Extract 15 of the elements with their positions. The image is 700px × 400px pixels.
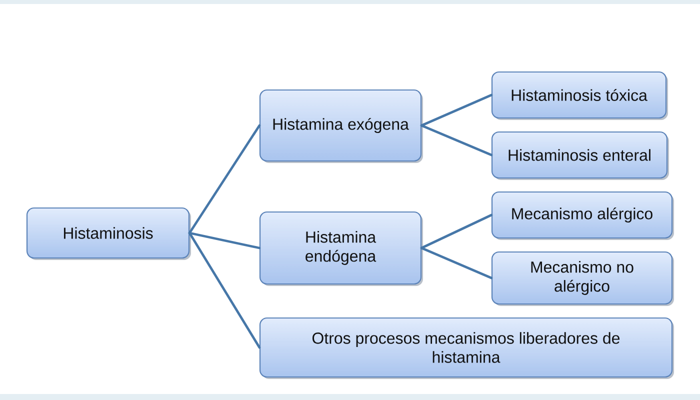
topic-box: Otros procesos mecanismos liberadores de histamina <box>259 317 674 379</box>
topic-box: Histaminosis <box>26 207 191 260</box>
connector-line <box>420 214 493 250</box>
topic-box: Histaminosis tóxica <box>491 71 668 120</box>
topic-box: Histaminosis enteral <box>491 131 669 180</box>
topic-box: Histamina endógena <box>259 211 423 286</box>
connector-line <box>188 232 261 349</box>
connector-line <box>188 124 261 234</box>
connector-line <box>420 94 493 127</box>
topic-box: Mecanismo no alérgico <box>491 251 674 306</box>
topic-box: Histamina exógena <box>259 89 423 163</box>
connector-line <box>420 246 493 280</box>
topic-box: Mecanismo alérgico <box>491 191 674 240</box>
connector-line <box>420 124 493 156</box>
connector-line <box>188 232 261 250</box>
